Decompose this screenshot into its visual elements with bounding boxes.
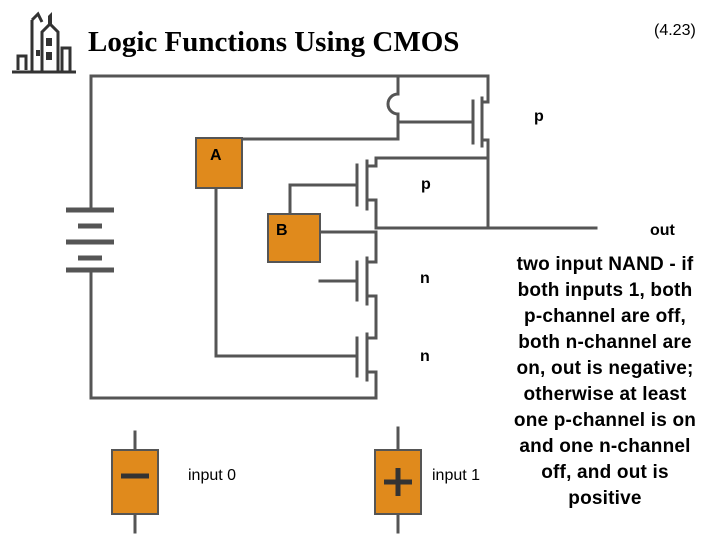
description-line: both n-channel are — [518, 332, 692, 353]
description-line: otherwise at least — [523, 384, 687, 405]
description-line: both inputs 1, both — [517, 280, 693, 301]
p-top-source — [480, 74, 490, 104]
transistor-top-label: p — [534, 108, 544, 125]
description-line: and one n-channel — [519, 436, 691, 457]
description-line: one p-channel is on — [513, 410, 697, 431]
description-line: off, and out is — [541, 462, 669, 483]
gate-wire-n2 — [214, 186, 359, 358]
transistor-n1-label: n — [420, 270, 430, 287]
description-line: on, out is negative; — [516, 358, 694, 379]
transistor-p-label: p — [421, 176, 431, 193]
slide-number: (4.23) — [654, 22, 696, 39]
n2-source — [365, 370, 378, 400]
description-line: two input NAND - if — [516, 254, 694, 275]
page-title: Logic Functions Using CMOS — [88, 26, 460, 58]
description-line: p-channel are off, — [524, 306, 686, 327]
gate-wire-p-mid — [288, 183, 359, 216]
input-b-box — [267, 213, 321, 263]
input-a-box — [195, 137, 243, 189]
description-line: positive — [568, 488, 642, 509]
p-mid-source — [365, 156, 490, 168]
plus-icon — [384, 468, 412, 496]
n1-drain — [365, 230, 378, 264]
top-rail — [89, 74, 490, 102]
input-0-terminal — [111, 449, 159, 515]
transistor-n2-label: n — [420, 348, 430, 365]
description-text: two input NAND - if both inputs 1, both p-… — [494, 252, 716, 512]
battery-icon — [66, 207, 114, 273]
input-b-label: B — [276, 222, 288, 239]
p-mid-drain — [365, 198, 378, 230]
n2-drain — [365, 328, 378, 340]
input-0-label: input 0 — [188, 467, 237, 484]
input-a-label: A — [210, 147, 222, 164]
bottom-rail — [89, 268, 378, 400]
castle-icon — [12, 11, 76, 74]
wire-hop — [386, 74, 400, 124]
out-label: out — [650, 222, 675, 239]
n1-source — [365, 294, 378, 332]
input-1-label: input 1 — [432, 467, 481, 484]
